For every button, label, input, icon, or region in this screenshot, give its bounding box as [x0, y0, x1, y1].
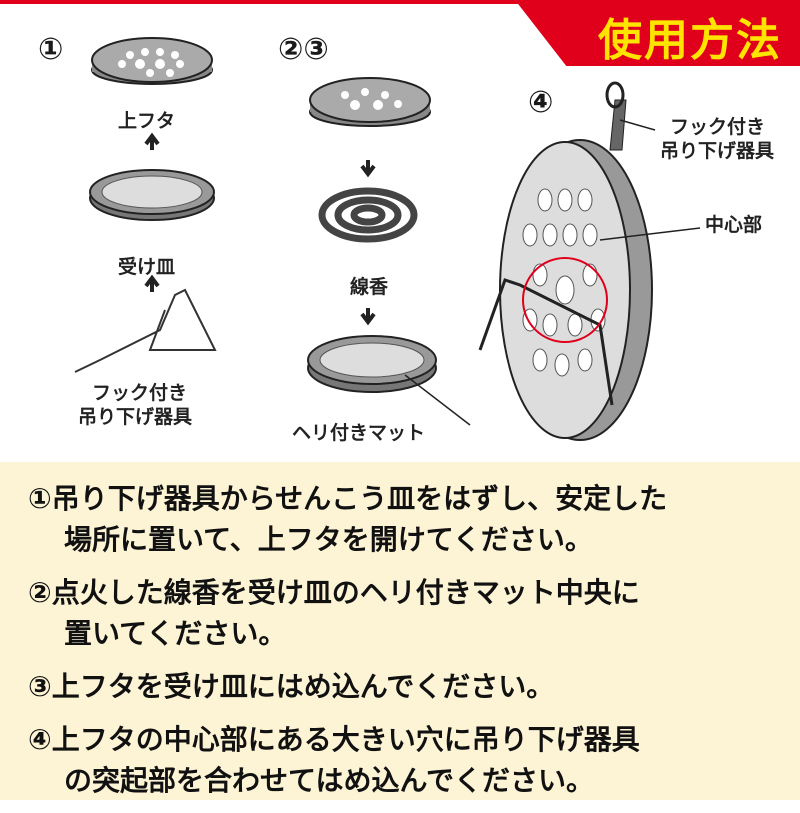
mat-tray-illustration	[307, 335, 437, 393]
instruction-step-4: ④上フタの中心部にある大きい穴に吊り下げ器具 の突起部を合わせてはめ込んでくださ…	[28, 723, 640, 797]
top-lid-illustration	[309, 77, 431, 127]
step-2-3-number: ②③	[278, 32, 329, 67]
header-banner	[515, 0, 800, 66]
label-hook-line1: フック付き	[92, 382, 188, 404]
arrow-down-icon	[360, 308, 376, 326]
usage-illustration	[74, 37, 701, 441]
instructions-list: ①吊り下げ器具からせんこう皿をはずし、安定した 場所に置いて、上フタを開けてくだ…	[28, 478, 788, 813]
hook-hanger-illustration	[74, 288, 217, 373]
step-4-number: ④	[528, 85, 554, 120]
hanging-holder-illustration	[478, 81, 701, 441]
instruction-step-3: ③上フタを受け皿にはめ込んでください。	[28, 670, 555, 703]
arrow-up-icon	[144, 274, 160, 292]
tray-illustration	[89, 169, 215, 221]
step-1-number: ①	[38, 32, 64, 67]
arrow-down-icon	[360, 160, 376, 178]
label-incense: 線香	[350, 276, 389, 298]
label-mat: ヘリ付きマット	[292, 422, 426, 444]
label-tray: 受け皿	[118, 256, 176, 278]
top-red-line	[0, 0, 800, 4]
instruction-step-2: ②点火した線香を受け皿のヘリ付きマット中央に 置いてください。	[28, 576, 640, 650]
instructions-panel	[0, 462, 800, 800]
incense-coil-illustration	[318, 187, 418, 243]
label-top-lid: 上フタ	[118, 110, 176, 132]
label-center: 中心部	[705, 214, 763, 236]
label-hook-line2: 吊り下げ器具	[78, 406, 193, 428]
arrow-up-icon	[144, 132, 160, 150]
label-hook4-line2: 吊り下げ器具	[660, 140, 775, 162]
label-hook4-line1: フック付き	[670, 116, 766, 138]
instruction-step-1: ①吊り下げ器具からせんこう皿をはずし、安定した 場所に置いて、上フタを開けてくだ…	[28, 482, 668, 556]
top-lid-illustration	[91, 37, 213, 85]
page-title: 使用方法	[598, 15, 782, 66]
